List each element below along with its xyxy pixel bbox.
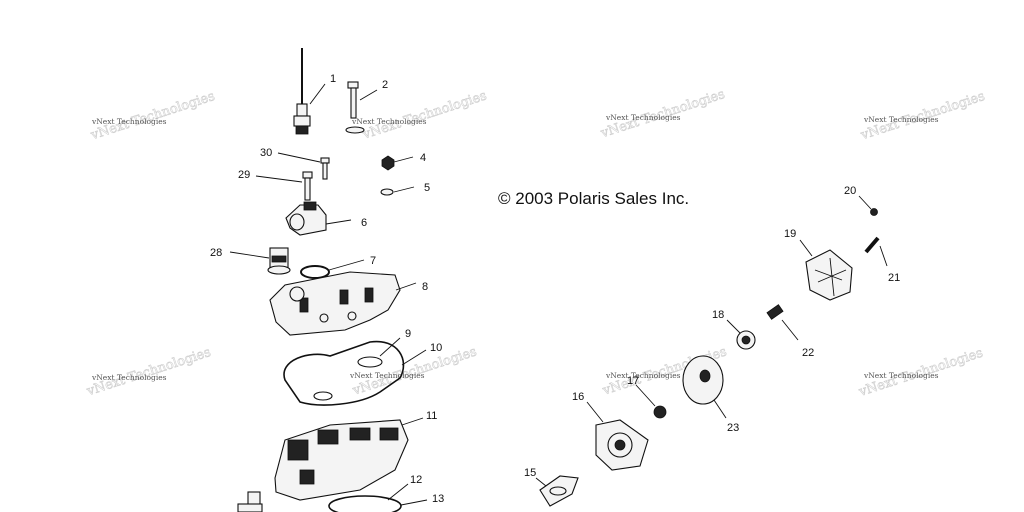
- watermark-text: vNext Technologies: [863, 115, 939, 124]
- callout-9: 9: [405, 328, 411, 340]
- callout-10: 10: [430, 342, 442, 354]
- callout-6: 6: [361, 217, 367, 229]
- part-7-o-ring: [300, 259, 365, 279]
- callout-18: 18: [712, 309, 724, 321]
- watermark-2: vNext Technologies vNext Technologies: [351, 88, 489, 143]
- part-29-bolt: [255, 171, 313, 201]
- part-5-washer: [380, 186, 415, 196]
- part-30-bolt: [277, 152, 330, 180]
- callout-29: 29: [238, 169, 250, 181]
- part-10-gasket: [283, 340, 427, 406]
- callout-30: 30: [260, 147, 272, 159]
- watermark-1: vNext Technologies vNext Technologies: [88, 89, 217, 144]
- part-28-thermostat: [229, 247, 291, 275]
- part-1-temperature-sensor: [293, 48, 326, 135]
- callout-22: 22: [802, 347, 814, 359]
- watermark-4: vNext Technologies vNext Technologies: [858, 89, 987, 144]
- copyright-notice: © 2003 Polaris Sales Inc.: [498, 189, 689, 208]
- callout-2: 2: [382, 79, 388, 91]
- svg-text:vNext Technologies: vNext Technologies: [360, 88, 488, 142]
- callout-21: 21: [888, 272, 900, 284]
- part-16-pump-housing: [586, 401, 649, 471]
- callout-1: 1: [330, 73, 336, 85]
- callout-16: 16: [572, 391, 584, 403]
- callout-13: 13: [432, 493, 444, 505]
- callout-17: 17: [627, 375, 639, 387]
- watermark-3: vNext Technologies vNext Technologies: [598, 87, 727, 142]
- callout-19: 19: [784, 228, 796, 240]
- watermark-text: vNext Technologies: [605, 113, 681, 122]
- watermark-text: vNext Technologies: [91, 373, 167, 382]
- part-23-impeller: [682, 355, 727, 419]
- part-12-13-o-rings: [328, 483, 428, 512]
- part-17-washer: [635, 384, 667, 419]
- part-6-thermostat-housing: [285, 201, 352, 236]
- callout-20: 20: [844, 185, 856, 197]
- watermark-text: vNext Technologies: [349, 371, 425, 380]
- callout-5: 5: [424, 182, 430, 194]
- part-19-pump-cover: [799, 239, 853, 301]
- watermark-5: vNext Technologies vNext Technologies: [84, 345, 213, 400]
- callout-7: 7: [370, 255, 376, 267]
- callout-4: 4: [420, 152, 426, 164]
- callout-28: 28: [210, 247, 222, 259]
- part-11-cylinder-head: [274, 417, 424, 501]
- part-4-nut: [381, 155, 414, 171]
- part-18-seal: [726, 319, 756, 350]
- watermark-text: vNext Technologies: [91, 117, 167, 126]
- watermark-text: vNext Technologies: [863, 371, 939, 380]
- callout-8: 8: [422, 281, 428, 293]
- part-22-spring: [766, 304, 799, 341]
- watermark-text: vNext Technologies: [605, 371, 681, 380]
- part-20-screw: [858, 195, 878, 216]
- callout-11: 11: [426, 410, 437, 422]
- part-fitting-bottom: [237, 491, 263, 512]
- callout-23: 23: [727, 422, 739, 434]
- watermark-6: vNext Technologies vNext Technologies: [349, 344, 479, 399]
- watermark-text: vNext Technologies: [351, 117, 427, 126]
- part-21-bolt: [864, 236, 888, 267]
- part-15-gasket: [535, 475, 579, 507]
- part-2-bolt: [345, 81, 378, 134]
- part-8-head-cover: [269, 271, 417, 336]
- callout-15: 15: [524, 467, 536, 479]
- callout-12: 12: [410, 474, 422, 486]
- part-9-seal: [357, 337, 401, 368]
- watermark-8: vNext Technologies vNext Technologies: [856, 345, 985, 400]
